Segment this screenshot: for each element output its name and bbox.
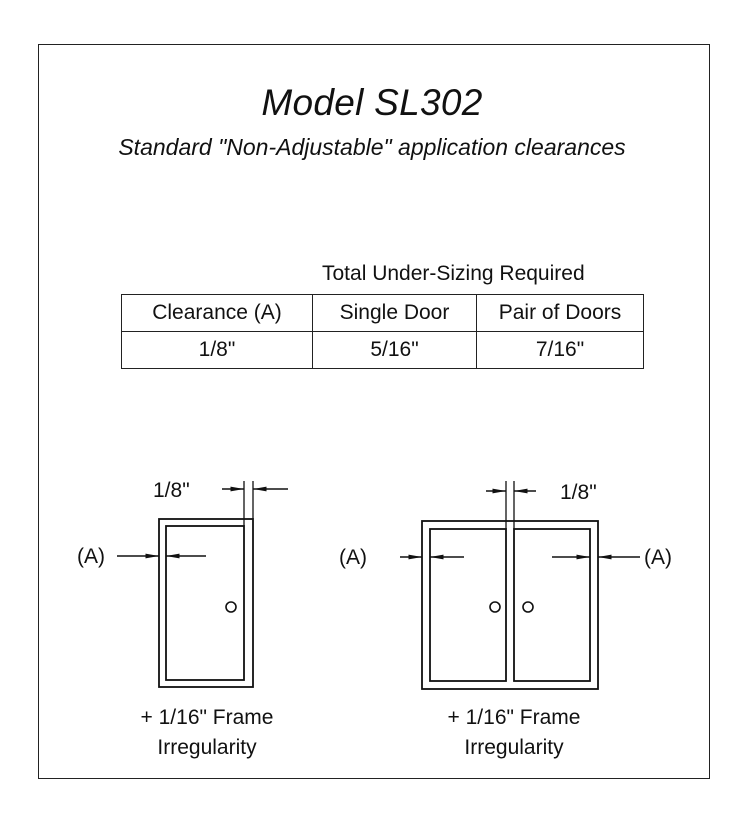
- header-clearance: Clearance (A): [121, 294, 313, 332]
- single-door-knob: [225, 601, 237, 613]
- single-door-leaf: [165, 525, 245, 681]
- pair-door-leaf-left: [429, 528, 507, 682]
- table-value-row: 1/8" 5/16" 7/16": [121, 331, 644, 369]
- model-subtitle: Standard "Non-Adjustable" application cl…: [118, 134, 626, 160]
- pair-gap-label: 1/8": [560, 481, 597, 504]
- value-single-door: 5/16": [312, 331, 477, 369]
- single-caption-line1: + 1/16" Frame: [141, 706, 274, 729]
- table-caption: Total Under-Sizing Required: [322, 262, 585, 285]
- header-single-door: Single Door: [312, 294, 477, 332]
- pair-door-knob-right: [522, 601, 534, 613]
- value-clearance: 1/8": [121, 331, 313, 369]
- single-gap-label: 1/8": [153, 479, 190, 502]
- single-door-diagram: 1/8" (A) + 1/16" Frame Irregularity: [77, 479, 288, 759]
- pair-caption-line2: Irregularity: [464, 736, 564, 759]
- single-clearance-label: (A): [77, 545, 105, 568]
- value-pair-of-doors: 7/16": [476, 331, 644, 369]
- model-title: Model SL302: [261, 82, 483, 123]
- pair-doors-diagram: 1/8" (A) (A) + 1/16" Frame Irregularity: [339, 481, 672, 759]
- clearance-table: Clearance (A) Single Door Pair of Doors …: [121, 294, 644, 369]
- pair-door-knob-left: [489, 601, 501, 613]
- pair-caption-line1: + 1/16" Frame: [448, 706, 581, 729]
- single-caption-line2: Irregularity: [157, 736, 257, 759]
- pair-door-leaf-right: [513, 528, 591, 682]
- pair-clearance-left-label: (A): [339, 546, 367, 569]
- table-header-row: Clearance (A) Single Door Pair of Doors: [121, 294, 644, 332]
- drawing-border: [38, 44, 710, 779]
- pair-clearance-right-label: (A): [644, 546, 672, 569]
- single-door-frame: [158, 518, 254, 688]
- pair-doors-frame: [421, 520, 599, 690]
